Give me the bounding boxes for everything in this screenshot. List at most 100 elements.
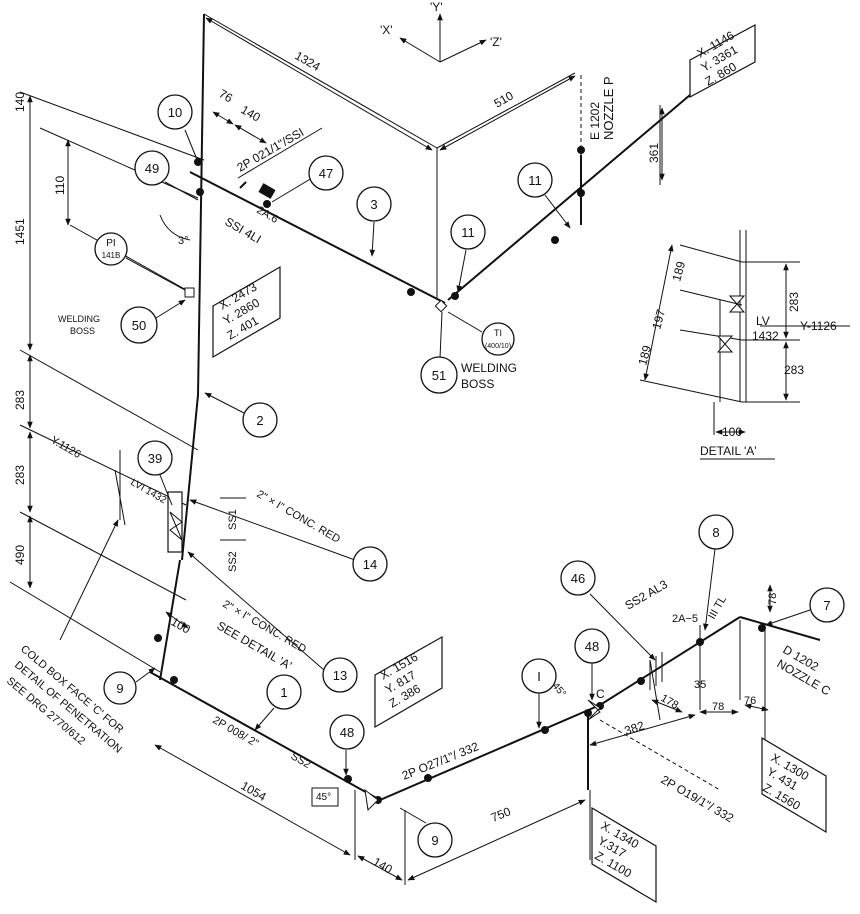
- ssi-4li-label: SSI 4LI: [223, 214, 264, 246]
- svg-text:10: 10: [168, 105, 182, 120]
- svg-text:11: 11: [528, 173, 542, 188]
- detail-dim-283-a: 283: [787, 292, 801, 312]
- svg-text:2: 2: [256, 413, 263, 428]
- dim-283-b: 283: [13, 465, 27, 485]
- dimension-texts: 1324 510 140 76 140 110 1451 361 283 283…: [13, 48, 779, 876]
- detail-a: 189 197 189 283 283 LV Y-1126 1432 100 D…: [635, 230, 850, 460]
- svg-text:50: 50: [132, 318, 146, 333]
- balloon-49: 49: [134, 150, 199, 201]
- balloon-47: 47: [271, 155, 344, 203]
- detail-lv-label: LV: [756, 314, 770, 328]
- balloon-3: 3: [356, 186, 392, 257]
- balloon-14: 14: [189, 499, 388, 582]
- detail-valve-symbol: [728, 295, 746, 313]
- balloon-9: 9: [103, 667, 156, 705]
- pipe-route: [9, 13, 821, 885]
- instrument-pi: PI 141B: [94, 232, 186, 291]
- detail-dim-283-b: 283: [784, 363, 804, 377]
- detail-dim-100: 100: [722, 425, 742, 439]
- dim-178: 178: [659, 692, 681, 712]
- a2-5-label: 2A−5: [672, 613, 698, 625]
- balloon-11b: 11: [517, 162, 571, 229]
- fittings: [169, 181, 663, 812]
- svg-text:1: 1: [280, 685, 287, 700]
- balloon-46: 46: [560, 560, 656, 661]
- axis-z-label: 'Z': [490, 35, 502, 49]
- balloon-11: 11: [450, 214, 486, 293]
- balloon-9b: 9: [399, 807, 453, 858]
- dim-490: 490: [13, 545, 27, 565]
- dim-76: 76: [217, 86, 236, 105]
- conc-red-label-1: 2" × I" CONC. RED: [255, 488, 343, 546]
- dim-76-right: 76: [744, 695, 756, 707]
- y1126-label: Y.1126: [49, 434, 83, 461]
- joint-dots: [154, 146, 766, 804]
- coord-box-5: X. 1340 Y.317 Z. 1100: [591, 806, 657, 904]
- coordinate-boxes: X. 1146 Y. 3361 Z. 860 X. 2473 Y. 2860 Z…: [212, 23, 827, 904]
- dim-1451: 1451: [13, 218, 27, 245]
- dim-750: 750: [489, 804, 513, 825]
- detail-dim-189-a: 189: [669, 259, 688, 282]
- dim-110: 110: [53, 176, 67, 195]
- svg-text:13: 13: [333, 668, 347, 683]
- welding-boss-symbol-2: [434, 299, 448, 313]
- point-c-label: C: [596, 687, 605, 701]
- dim-140-top: 140: [239, 102, 264, 124]
- axis-triad: 'Y' 'X' 'Z': [380, 0, 502, 63]
- balloon-10: 10: [157, 94, 199, 163]
- dim-361: 361: [647, 143, 661, 163]
- dim-100: 100: [169, 614, 194, 636]
- iii-tl-label: III TL: [706, 594, 729, 622]
- svg-text:9: 9: [116, 681, 123, 696]
- svg-text:3: 3: [370, 197, 377, 212]
- svg-text:46: 46: [571, 571, 585, 586]
- balloon-1: 1: [254, 674, 302, 731]
- welding-boss-label-1: WELDING: [58, 314, 100, 324]
- line-019-label: 2P O19/1"/ 332: [659, 772, 737, 825]
- detail-y-label: Y-1126: [800, 319, 837, 333]
- svg-text:49: 49: [145, 161, 159, 176]
- balloon-callouts: 10 49 47 3 11 11 50 51 2: [103, 94, 845, 858]
- balloon-39: 39: [137, 440, 173, 506]
- a6-label: 2A.6: [255, 204, 281, 226]
- dimension-lines: [27, 17, 773, 881]
- coord-box-3: X. 1516 Y. 817 Z. 386: [374, 635, 443, 729]
- svg-text:48: 48: [340, 725, 354, 740]
- svg-text:9: 9: [431, 833, 438, 848]
- welding-boss-2-label-2: BOSS: [461, 377, 494, 391]
- ss2-label-a: SS2: [227, 551, 239, 572]
- balloon-50: 50: [120, 299, 186, 344]
- dim-78-top: 78: [767, 593, 779, 605]
- welding-boss-symbol: [184, 287, 195, 298]
- detail-dim-197: 197: [649, 307, 668, 330]
- balloon-48b: 48: [574, 628, 610, 701]
- svg-text:I: I: [537, 669, 541, 684]
- balloon-48: 48: [329, 714, 365, 776]
- coord-box-2: X. 2473 Y. 2860 Z. 401: [212, 265, 281, 359]
- angle-3-label: 3°: [178, 235, 189, 247]
- svg-text:141B: 141B: [102, 251, 121, 260]
- balloon-8: 8: [698, 514, 734, 631]
- line-021-label: 2P 021/1"/SSI: [235, 125, 307, 175]
- instrument-bubbles: PI 141B TI (400/10): [94, 232, 515, 356]
- cold-box-label-2: DETAIL OF PENETRATION: [12, 659, 124, 756]
- svg-text:(400/10): (400/10): [485, 343, 511, 350]
- nozzle-p-label-2: NOZZLE P: [601, 76, 616, 140]
- ss2-al3-label: SS2 AL3: [623, 577, 671, 613]
- balloon-51: 51: [420, 311, 458, 394]
- svg-text:47: 47: [319, 166, 333, 181]
- welding-boss-label-2: BOSS: [70, 326, 95, 336]
- balloon-7: 7: [765, 587, 845, 626]
- dim-140-left: 140: [13, 92, 27, 112]
- detail-a-title: DETAIL 'A': [700, 444, 757, 458]
- balloon-13: 13: [187, 551, 358, 693]
- coord-box-1: X. 1146 Y. 3361 Z. 860: [689, 23, 756, 99]
- ss1-label: SS1: [227, 509, 239, 530]
- detail-dim-189-b: 189: [635, 343, 654, 366]
- balloon-I: I: [521, 658, 557, 729]
- dim-1324: 1324: [293, 48, 323, 74]
- dim-140-bottom: 140: [371, 854, 396, 876]
- welding-boss-2-label-1: WELDING: [461, 361, 517, 375]
- balloon-2: 2: [204, 392, 278, 438]
